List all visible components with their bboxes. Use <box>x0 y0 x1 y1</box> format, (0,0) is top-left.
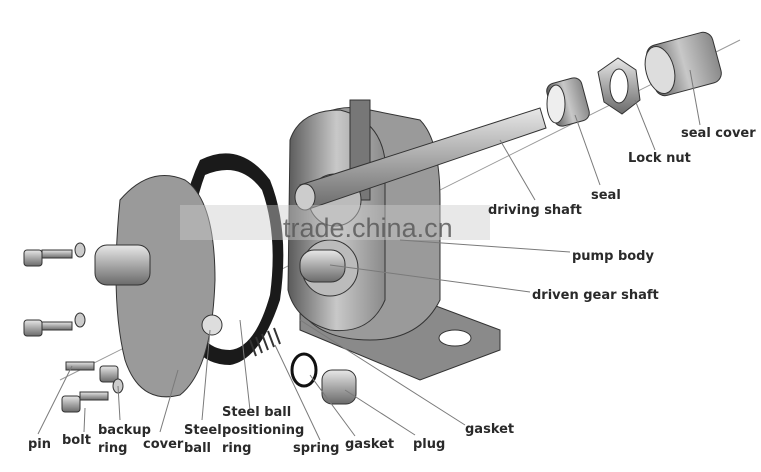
bolts-part <box>23 242 124 413</box>
watermark-band <box>180 205 490 240</box>
lock-nut-hole <box>609 68 629 104</box>
label-driven-gear-shaft: driven gear shaft <box>532 288 659 303</box>
plug-part <box>321 369 357 405</box>
label-plug: plug <box>413 437 445 452</box>
label-backup-ring: ring <box>98 441 127 456</box>
cover-part <box>94 175 223 398</box>
label-gasket-right: gasket <box>465 422 514 437</box>
leader-lines <box>37 69 701 441</box>
label-spring: spring <box>293 441 339 456</box>
o-ring-gasket-part <box>290 352 318 388</box>
label-pump-body: pump body <box>572 249 654 264</box>
label-backup-ring: backup <box>98 423 151 438</box>
label-steel-ball-positioning-ring: ring <box>222 441 251 456</box>
label-pin: pin <box>28 437 51 452</box>
label-steel-ball: Steel <box>184 423 222 438</box>
label-bolt: bolt <box>62 433 91 448</box>
steel-ball-part <box>201 314 223 336</box>
label-driving-shaft: driving shaft <box>488 203 582 218</box>
label-cover: cover <box>143 437 184 452</box>
label-steel-ball-positioning-ring: Steel ball <box>222 405 291 420</box>
label-steel-ball: ball <box>184 441 211 456</box>
seal-part <box>546 77 590 127</box>
label-lock-nut: Lock nut <box>628 151 691 166</box>
watermark: trade.china.cn <box>283 213 453 243</box>
label-seal: seal <box>591 188 621 203</box>
seal-cover-part <box>644 31 722 97</box>
label-steel-ball-positioning-ring: positioning <box>222 423 304 438</box>
label-gasket: gasket <box>345 437 394 452</box>
label-seal-cover: seal cover <box>681 126 756 141</box>
driving-shaft-part <box>294 107 547 211</box>
spring-part <box>249 327 281 357</box>
